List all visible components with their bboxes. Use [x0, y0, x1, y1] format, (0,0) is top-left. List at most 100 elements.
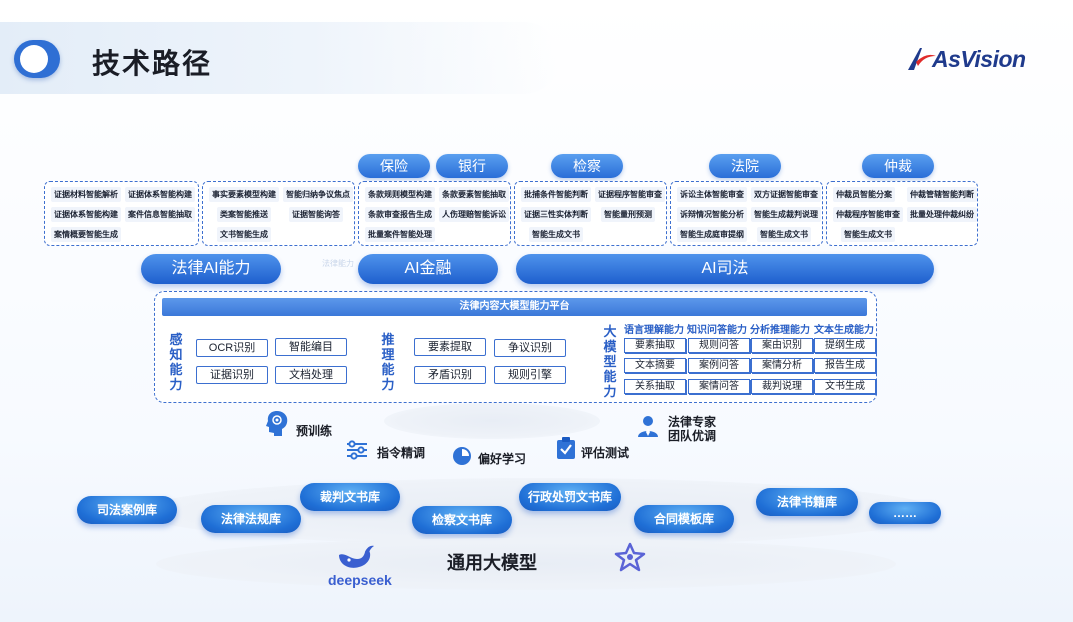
model-chip: 案情问答: [688, 379, 750, 394]
capability-chip: 仲裁管辖智能判断: [907, 187, 977, 202]
perception-chip-ocr: OCR识别: [196, 339, 268, 357]
chart-icon: [453, 447, 471, 465]
capability-chip: 证据体系智能构建: [125, 187, 195, 202]
capability-chip: 批捕条件智能判断: [521, 187, 591, 202]
tab-bank[interactable]: 银行: [436, 154, 508, 178]
perception-chip-document: 文档处理: [275, 366, 347, 384]
capability-chip: 证据智能询答: [289, 207, 343, 222]
reasoning-chip-dispute: 争议识别: [494, 339, 566, 357]
star-logo-icon: [614, 542, 646, 572]
model-header: 语言理解能力: [624, 325, 684, 336]
reasoning-label: 推理能力: [381, 332, 395, 392]
capability-box-arbitration: 仲裁员智能分案 仲裁管辖智能判断 仲裁程序智能审查 批量处理仲裁纠纷 智能生成文…: [826, 181, 978, 246]
capability-box-facts: 事实要素模型构建 智能归纳争议焦点 类案智能推送 证据智能询答 文书智能生成: [202, 181, 355, 246]
clipboard-check-icon: [557, 437, 575, 459]
page-title: 技术路径: [92, 48, 213, 79]
training-ellipse: [384, 403, 600, 439]
section-ai-judicial: AI司法: [516, 254, 934, 284]
capability-chip: 条款审查报告生成: [365, 207, 435, 222]
capability-chip: 事实要素模型构建: [209, 187, 279, 202]
model-chip: 案例问答: [688, 358, 750, 373]
db-case-library: 司法案例库: [77, 496, 177, 524]
capability-box-procuratorate: 批捕条件智能判断 证据程序智能审查 证据三性实体判断 智能量刑预测 智能生成文书: [514, 181, 667, 246]
model-chip: 案由识别: [751, 338, 813, 353]
reasoning-chip-rule: 规则引擎: [494, 366, 566, 384]
capability-chip: 人伤理赔智能诉讼: [439, 207, 509, 222]
capability-chip: 文书智能生成: [217, 227, 271, 242]
section-legal-ai: 法律AI能力: [141, 254, 281, 284]
model-chip: 文书生成: [814, 379, 876, 394]
capability-chip: 仲裁程序智能审查: [833, 207, 903, 222]
capability-chip: 类案智能推送: [217, 207, 271, 222]
capability-chip: 批量处理仲裁纠纷: [907, 207, 977, 222]
base-model-title: 通用大模型: [447, 553, 537, 573]
capability-chip: 证据体系智能构建: [51, 207, 121, 222]
capability-chip: 智能生成文书: [757, 227, 811, 242]
reasoning-chip-conflict: 矛盾识别: [414, 366, 486, 384]
model-label: 大模型能力: [603, 324, 617, 399]
perception-label: 感知能力: [169, 332, 183, 392]
capability-chip: 智能生成庭审提纲: [677, 227, 747, 242]
model-chip: 裁判说理: [751, 379, 813, 394]
capability-chip: 诉辩情况智能分析: [677, 207, 747, 222]
model-header: 文本生成能力: [814, 325, 874, 336]
capability-chip: 智能生成文书: [529, 227, 583, 242]
evaluation-label: 评估测试: [581, 446, 630, 460]
capability-chip: 智能生成文书: [841, 227, 895, 242]
capability-chip: 证据三性实体判断: [521, 207, 591, 222]
capability-chip: 诉讼主体智能审查: [677, 187, 747, 202]
model-chip: 提纲生成: [814, 338, 876, 353]
brain-icon: [266, 411, 288, 436]
model-chip: 文本摘要: [624, 358, 686, 373]
db-laws-library: 法律法规库: [201, 505, 301, 533]
capability-box-evidence: 证据材料智能解析 证据体系智能构建 证据体系智能构建 案件信息智能抽取 案情概要…: [44, 181, 199, 246]
tab-insurance[interactable]: 保险: [358, 154, 430, 178]
tab-procuratorate[interactable]: 检察: [551, 154, 623, 178]
sliders-icon: [347, 440, 367, 460]
capability-chip: 证据程序智能审查: [595, 187, 665, 202]
capability-box-insurance: 条款规则模型构建 条款要素智能抽取 条款审查报告生成 人伤理赔智能诉讼 批量案件…: [358, 181, 511, 246]
db-books-library: 法律书籍库: [756, 488, 858, 516]
expert-label: 法律专家团队优调: [668, 415, 717, 443]
tab-court[interactable]: 法院: [709, 154, 781, 178]
capability-chip: 批量案件智能处理: [365, 227, 435, 242]
model-chip: 案情分析: [751, 358, 813, 373]
toggle-icon: [14, 40, 60, 78]
expert-icon: [638, 416, 658, 437]
db-procuratorate-library: 检察文书库: [412, 506, 512, 534]
db-more: ……: [869, 502, 941, 524]
capability-box-court: 诉讼主体智能审查 双方证据智能审查 诉辩情况智能分析 智能生成裁判说理 智能生成…: [670, 181, 823, 246]
capability-chip: 条款要素智能抽取: [439, 187, 509, 202]
model-header: 分析推理能力: [750, 325, 810, 336]
logo-text: AsVision: [932, 46, 1026, 72]
db-contract-library: 合同模板库: [634, 505, 734, 533]
model-chip: 要素抽取: [624, 338, 686, 353]
logo-mark-icon: [908, 48, 936, 70]
faint-label: 法律能力: [322, 259, 354, 268]
whale-icon: [339, 545, 374, 568]
model-header: 知识问答能力: [687, 325, 747, 336]
capability-chip: 双方证据智能审查: [751, 187, 821, 202]
base-model-ellipse: [156, 538, 896, 590]
instruction-label: 指令精调: [377, 446, 426, 460]
deepseek-label: deepseek: [328, 572, 392, 588]
brand-logo: AsVision: [906, 44, 1062, 74]
capability-chip: 智能量刑预测: [601, 207, 655, 222]
capability-chip: 案情概要智能生成: [51, 227, 121, 242]
preference-label: 偏好学习: [478, 452, 527, 466]
capability-chip: 智能生成裁判说理: [751, 207, 821, 222]
model-chip: 报告生成: [814, 358, 876, 373]
pretrain-label: 预训练: [296, 424, 333, 438]
capability-chip: 证据材料智能解析: [51, 187, 121, 202]
db-judgment-library: 裁判文书库: [300, 483, 400, 511]
model-chip: 规则问答: [688, 338, 750, 353]
capability-chip: 智能归纳争议焦点: [283, 187, 353, 202]
capability-chip: 条款规则模型构建: [365, 187, 435, 202]
capability-chip: 案件信息智能抽取: [125, 207, 195, 222]
db-penalty-library: 行政处罚文书库: [519, 483, 621, 511]
platform-title: 法律内容大模型能力平台: [162, 298, 867, 316]
tab-arbitration[interactable]: 仲裁: [862, 154, 934, 178]
perception-chip-evidence: 证据识别: [196, 366, 268, 384]
perception-chip-catalog: 智能编目: [275, 338, 347, 356]
section-ai-finance: AI金融: [358, 254, 498, 284]
